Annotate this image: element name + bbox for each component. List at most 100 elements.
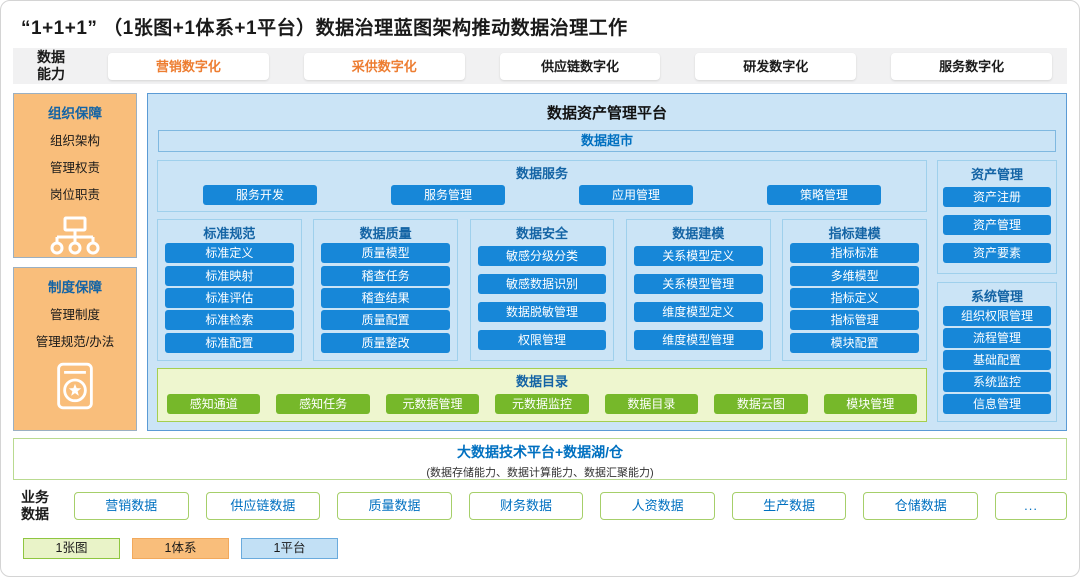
platform-title: 数据资产管理平台 [546, 105, 667, 122]
capability-item-procurement: 采供数字化 [303, 52, 465, 80]
module-chip: 质量配置 [321, 310, 451, 331]
module-chip: 指标定义 [790, 287, 919, 308]
service-chip: 服务管理 [391, 185, 505, 205]
data-services-buttons: 服务开发 服务管理 应用管理 策略管理 [166, 185, 918, 205]
system-management-title: 系统管理 [970, 289, 1023, 304]
module-chip: 稽查结果 [321, 287, 451, 308]
module-chip: 敏感分级分类 [477, 246, 607, 266]
policy-assurance-panel: 制度保障 管理制度 管理规范/办法 [13, 267, 137, 431]
business-data-strip: 业务 数据 营销数据 供应链数据 质量数据 财务数据 人资数据 生产数据 仓储数… [13, 487, 1068, 525]
column-title: 数据安全 [515, 226, 568, 241]
bigdata-platform-subtitle: (数据存储能力、数据计算能力、数据汇聚能力) [426, 467, 654, 479]
business-data-item: 人资数据 [600, 492, 715, 520]
legend-one-map: 1张图 [23, 538, 120, 559]
business-data-item: 财务数据 [468, 492, 584, 520]
module-chip: 标准评估 [165, 287, 294, 308]
catalog-chip: 元数据监控 [495, 394, 589, 414]
module-chip: 质量整改 [321, 332, 451, 353]
column-standards: 标准规范 标准定义 标准映射 标准评估 标准检索 标准配置 [157, 219, 302, 361]
module-chip: 指标标准 [790, 243, 919, 264]
module-chip: 标准配置 [165, 332, 294, 353]
module-chip: 标准映射 [165, 265, 294, 286]
capability-item-supply-chain: 供应链数字化 [499, 52, 661, 80]
column-indicators: 指标建模 指标标准 多维模型 指标定义 指标管理 模块配置 [782, 219, 927, 361]
module-chip: 标准检索 [165, 310, 294, 331]
catalog-chip: 感知任务 [276, 394, 370, 414]
service-chip: 服务开发 [203, 185, 317, 205]
column-quality: 数据质量 质量模型 稽查任务 稽查结果 质量配置 质量整改 [313, 219, 459, 361]
module-chip: 稽查任务 [321, 265, 451, 286]
org-assurance-item: 岗位职责 [49, 188, 100, 202]
data-catalog-title: 数据目录 [515, 374, 568, 389]
module-chip: 数据脱敏管理 [477, 302, 607, 322]
main-body: 组织保障 组织架构 管理权责 岗位职责 制度保障 管理制度 管理规 [13, 93, 1067, 431]
service-chip: 策略管理 [767, 185, 881, 205]
business-data-label: 业务 数据 [21, 489, 49, 522]
data-capability-strip: 数据 能力 营销数字化 采供数字化 供应链数字化 研发数字化 服务数字化 [13, 48, 1067, 84]
module-chip: 信息管理 [943, 394, 1051, 414]
data-services-title: 数据服务 [515, 166, 568, 181]
catalog-chip: 模块管理 [823, 394, 917, 414]
module-chip: 组织权限管理 [943, 306, 1051, 326]
column-security: 数据安全 敏感分级分类 敏感数据识别 数据脱敏管理 权限管理 [469, 219, 615, 361]
assurance-sidebar: 组织保障 组织架构 管理权责 岗位职责 制度保障 管理制度 管理规 [13, 93, 137, 431]
bigdata-platform-title: 大数据技术平台+数据湖/仓 [456, 444, 624, 460]
page-title: “1+1+1” （1张图+1体系+1平台）数据治理蓝图架构推动数据治理工作 [21, 18, 628, 39]
policy-assurance-item: 管理制度 [49, 308, 100, 322]
module-chip: 维度模型管理 [633, 330, 763, 350]
column-title: 数据质量 [359, 226, 412, 241]
data-capability-label: 数据 能力 [37, 49, 65, 82]
business-data-more: ... [995, 492, 1068, 520]
policy-assurance-title: 制度保障 [48, 280, 102, 295]
org-chart-icon [18, 215, 132, 264]
legend-one-system: 1体系 [132, 538, 229, 559]
module-chip: 质量模型 [321, 243, 451, 264]
module-chip: 标准定义 [165, 243, 294, 264]
org-assurance-item: 管理权责 [49, 161, 100, 175]
data-services-section: 数据服务 服务开发 服务管理 应用管理 策略管理 [157, 160, 927, 212]
business-data-item: 仓储数据 [863, 492, 979, 520]
module-chip: 权限管理 [477, 330, 607, 350]
platform-content: 数据服务 服务开发 服务管理 应用管理 策略管理 标准规范 标准定义 [157, 160, 1057, 422]
bigdata-platform-bar: 大数据技术平台+数据湖/仓 (数据存储能力、数据计算能力、数据汇聚能力) [13, 438, 1067, 480]
module-chip: 资产要素 [943, 243, 1051, 263]
column-modeling: 数据建模 关系模型定义 关系模型管理 维度模型定义 维度模型管理 [625, 219, 771, 361]
data-catalog-section: 数据目录 感知通道 感知任务 元数据管理 元数据监控 数据目录 数据云图 模块管… [157, 368, 927, 422]
asset-management-title: 资产管理 [970, 167, 1023, 182]
capability-item-marketing: 营销数字化 [108, 52, 269, 80]
asset-management-panel: 资产管理 资产注册 资产管理 资产要素 [937, 160, 1057, 274]
data-asset-platform-panel: 数据资产管理平台 数据超市 数据服务 服务开发 服务管理 应用管理 策略管理 [147, 93, 1067, 431]
catalog-chip: 感知通道 [167, 394, 261, 414]
platform-left-column: 数据服务 服务开发 服务管理 应用管理 策略管理 标准规范 标准定义 [157, 160, 927, 422]
catalog-chip: 元数据管理 [385, 394, 480, 414]
system-management-panel: 系统管理 组织权限管理 流程管理 基础配置 系统监控 信息管理 [937, 282, 1057, 422]
module-chip: 关系模型定义 [633, 246, 763, 266]
service-chip: 应用管理 [579, 185, 693, 205]
module-chip: 资产管理 [943, 215, 1051, 235]
column-title: 数据建模 [672, 226, 725, 241]
module-chip: 敏感数据识别 [477, 274, 607, 294]
column-title: 标准规范 [203, 226, 256, 241]
module-chip: 指标管理 [790, 310, 919, 331]
module-chip: 多维模型 [790, 265, 919, 286]
org-assurance-title: 组织保障 [48, 106, 102, 121]
catalog-chip: 数据目录 [604, 394, 699, 414]
module-chip: 维度模型定义 [633, 302, 763, 322]
policy-assurance-item: 管理规范/办法 [35, 335, 115, 349]
legend-one-platform: 1平台 [241, 538, 338, 559]
platform-right-column: 资产管理 资产注册 资产管理 资产要素 系统管理 组织权限管理 流程管理 基础配… [937, 160, 1057, 422]
module-chip: 流程管理 [943, 328, 1051, 348]
capability-item-rd: 研发数字化 [695, 52, 857, 80]
document-star-icon [18, 362, 132, 415]
business-data-item: 供应链数据 [205, 492, 321, 520]
column-title: 指标建模 [828, 226, 881, 241]
business-data-item: 生产数据 [731, 492, 847, 520]
org-assurance-item: 组织架构 [49, 134, 100, 148]
module-chip: 关系模型管理 [633, 274, 763, 294]
data-market-bar: 数据超市 [158, 130, 1056, 152]
catalog-chip: 数据云图 [714, 394, 808, 414]
module-chip: 资产注册 [943, 187, 1051, 207]
platform-module-columns: 标准规范 标准定义 标准映射 标准评估 标准检索 标准配置 数据质量 [157, 219, 927, 361]
module-chip: 模块配置 [790, 332, 919, 353]
